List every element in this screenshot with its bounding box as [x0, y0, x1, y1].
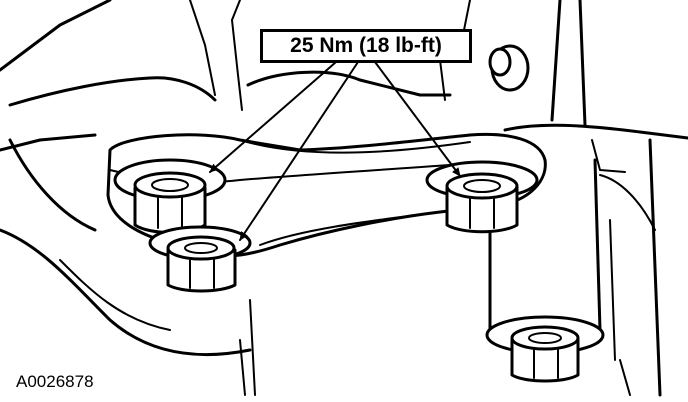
left-body-outline: [0, 138, 256, 396]
nut-bottom-right: [510, 325, 580, 383]
nut-upper-left: [113, 158, 227, 234]
torque-callout-label: 25 Nm (18 lb-ft): [290, 34, 442, 57]
leader-arrow-right: [374, 61, 461, 177]
leader-arrow-upper-left: [209, 61, 337, 173]
locating-pin: [488, 44, 530, 92]
callout-leader-lines: [209, 61, 461, 241]
right-frame-outline: [503, 0, 688, 397]
nut-lower-middle: [148, 225, 252, 293]
upper-housing-outline: [0, 0, 471, 152]
torque-callout: 25 Nm (18 lb-ft): [260, 29, 472, 63]
leader-arrow-lower-middle: [239, 61, 359, 241]
figure-id-label: A0026878: [16, 372, 94, 391]
